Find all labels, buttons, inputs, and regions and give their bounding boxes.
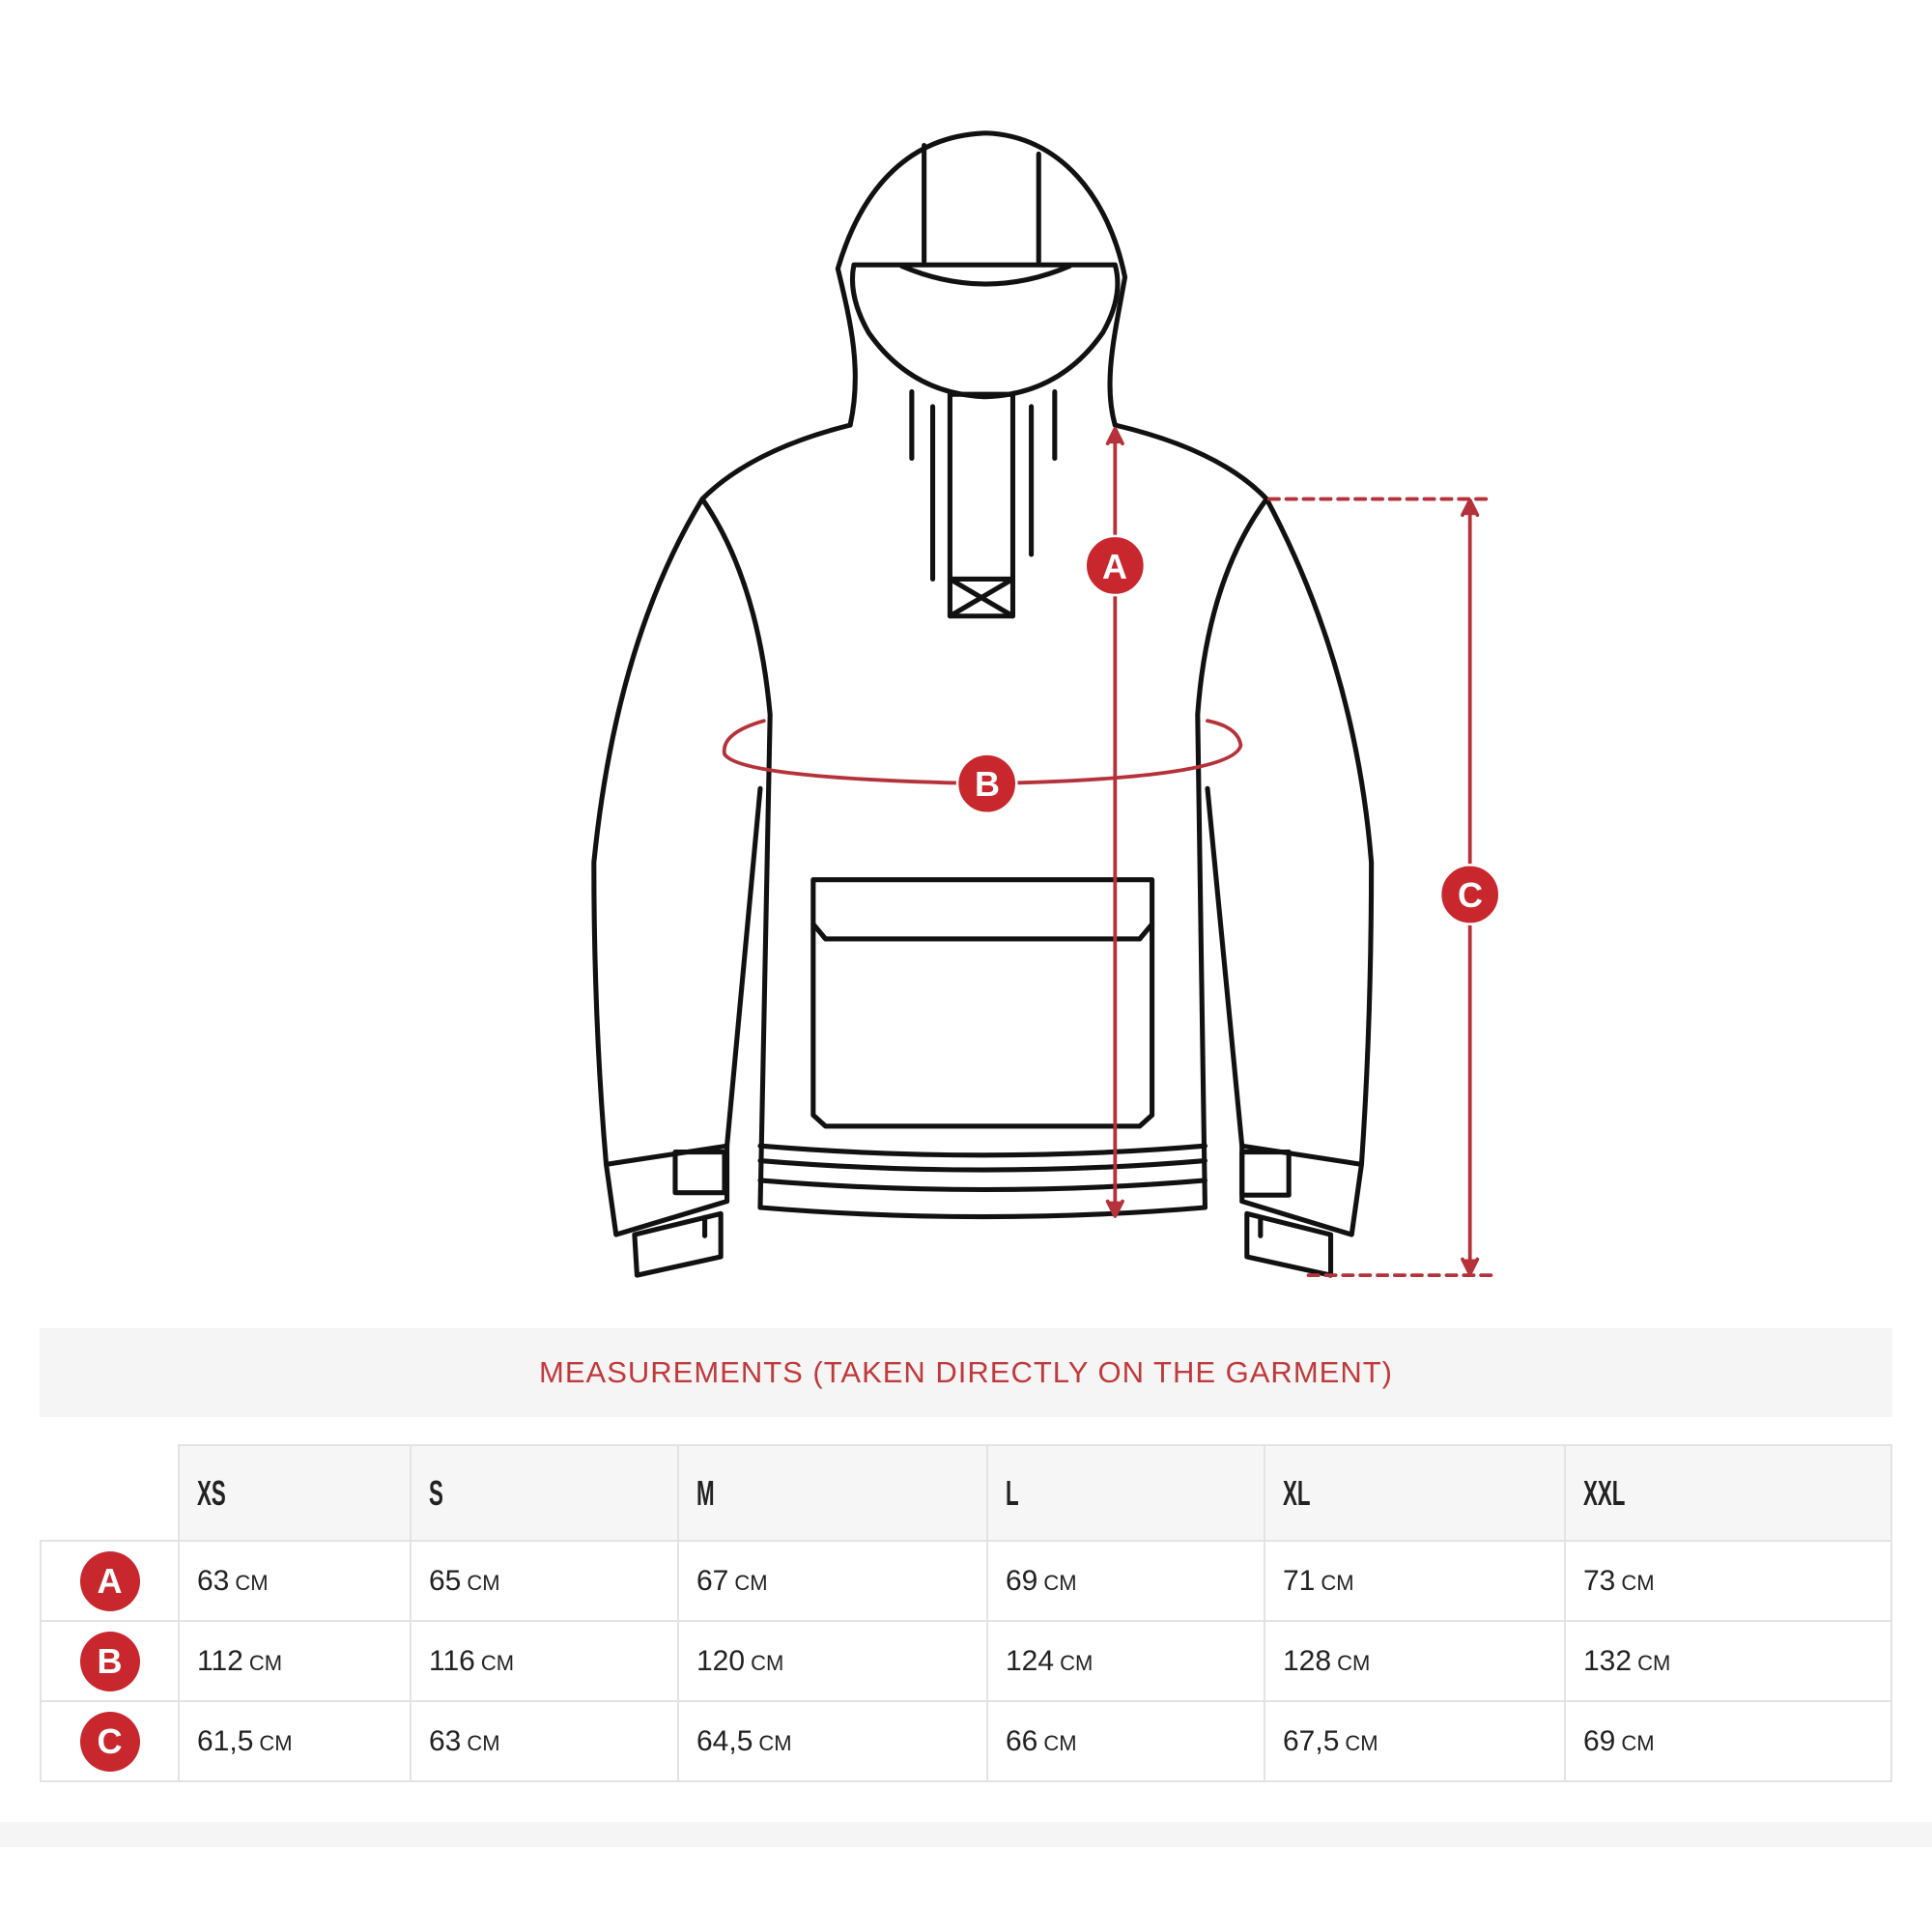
measurement-value: 67 (696, 1564, 729, 1597)
header-size: XXL (1564, 1444, 1892, 1542)
row-label-cell: A (40, 1540, 180, 1622)
measurement-value: 66 (1006, 1724, 1038, 1757)
measurement-unit: CM (467, 1570, 500, 1595)
header-size: XS (178, 1444, 412, 1542)
measurement-unit: CM (1060, 1650, 1094, 1675)
marker-c-label: C (1458, 875, 1483, 915)
measurement-unit: CM (259, 1730, 293, 1755)
header-size: M (677, 1444, 988, 1542)
marker-b-label: B (975, 764, 1000, 804)
measurement-unit: CM (1621, 1730, 1655, 1755)
measurements-title-bar: MEASUREMENTS (TAKEN DIRECTLY ON THE GARM… (40, 1328, 1892, 1417)
measurement-value: 120 (696, 1644, 746, 1677)
measurement-value: 128 (1283, 1644, 1332, 1677)
measurements-title: MEASUREMENTS (TAKEN DIRECTLY ON THE GARM… (539, 1355, 1393, 1389)
measurement-unit: CM (1345, 1730, 1378, 1755)
header-size: L (986, 1444, 1265, 1542)
measurement-guides (722, 426, 1495, 1278)
jacket-outline (591, 130, 1375, 1278)
measurement-value: 69 (1583, 1724, 1616, 1757)
measurement-unit: CM (1621, 1570, 1655, 1595)
measurement-value: 63 (429, 1724, 462, 1757)
header-blank (41, 1445, 179, 1542)
row-badge: A (79, 1550, 140, 1611)
row-badge: B (79, 1631, 140, 1691)
marker-a (1084, 534, 1147, 597)
bottom-band (0, 1822, 1932, 1847)
row-badge: C (79, 1711, 140, 1772)
measurement-unit: CM (1043, 1730, 1077, 1755)
marker-a-label: A (1102, 547, 1127, 586)
jacket-diagram: A B C (591, 130, 1501, 1278)
measurement-unit: CM (1043, 1570, 1077, 1595)
header-size: S (410, 1444, 679, 1542)
measurement-unit: CM (1337, 1650, 1371, 1675)
measurement-value: 64,5 (696, 1724, 753, 1757)
marker-b (955, 753, 1018, 815)
measurement-value: 69 (1006, 1564, 1038, 1597)
measurement-value: 73 (1583, 1564, 1616, 1597)
measurement-unit: CM (1321, 1570, 1354, 1595)
measurement-value: 65 (429, 1564, 462, 1597)
table-header-row: XS S M L XL XXL (41, 1444, 1892, 1542)
row-label-cell: C (40, 1700, 180, 1782)
measurement-value: 61,5 (197, 1724, 254, 1757)
header-size: XL (1264, 1444, 1566, 1542)
measurement-value: 63 (197, 1564, 230, 1597)
measurement-unit: CM (467, 1730, 500, 1755)
measurement-unit: CM (248, 1650, 283, 1675)
measurement-value: 71 (1283, 1564, 1316, 1597)
measurement-unit: CM (480, 1650, 515, 1675)
row-label-cell: B (40, 1620, 180, 1702)
measurement-unit: CM (758, 1730, 792, 1755)
measurement-unit: CM (734, 1570, 768, 1595)
measurement-value: 124 (1006, 1644, 1055, 1677)
measurement-unit: CM (1637, 1650, 1671, 1675)
measurement-unit: CM (235, 1570, 269, 1595)
measurement-value: 116 (429, 1644, 475, 1677)
measurement-unit: CM (751, 1650, 784, 1675)
measurement-value: 67,5 (1283, 1724, 1340, 1757)
measurement-value: 112 (197, 1644, 243, 1677)
marker-c (1438, 864, 1501, 925)
measurement-value: 132 (1583, 1644, 1633, 1677)
